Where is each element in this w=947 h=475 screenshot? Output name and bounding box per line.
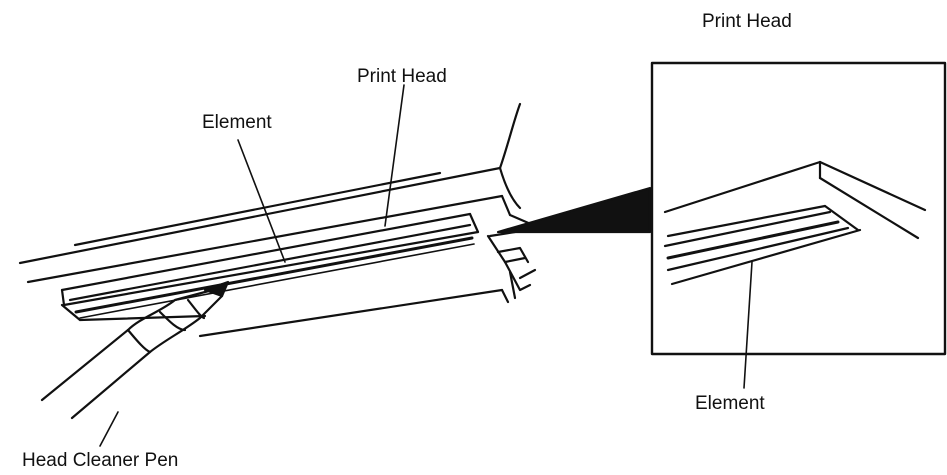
bracket — [486, 234, 537, 300]
leader-lines-main — [99, 84, 405, 447]
zoom-print-head-label: Print Head — [702, 11, 792, 32]
zoom-print-head — [663, 160, 927, 286]
printer-body — [18, 102, 542, 284]
zoom-pointer — [496, 186, 652, 234]
print-head-label: Print Head — [357, 66, 447, 87]
zoom-box — [650, 61, 947, 356]
head-cleaner-pen-label: Head Cleaner Pen — [22, 450, 179, 471]
leader-line-zoom — [743, 261, 753, 389]
zoom-element-label: Element — [695, 393, 765, 414]
element-label: Element — [202, 112, 272, 133]
print-head-assembly — [60, 212, 510, 338]
head-cleaner-pen — [40, 280, 230, 420]
